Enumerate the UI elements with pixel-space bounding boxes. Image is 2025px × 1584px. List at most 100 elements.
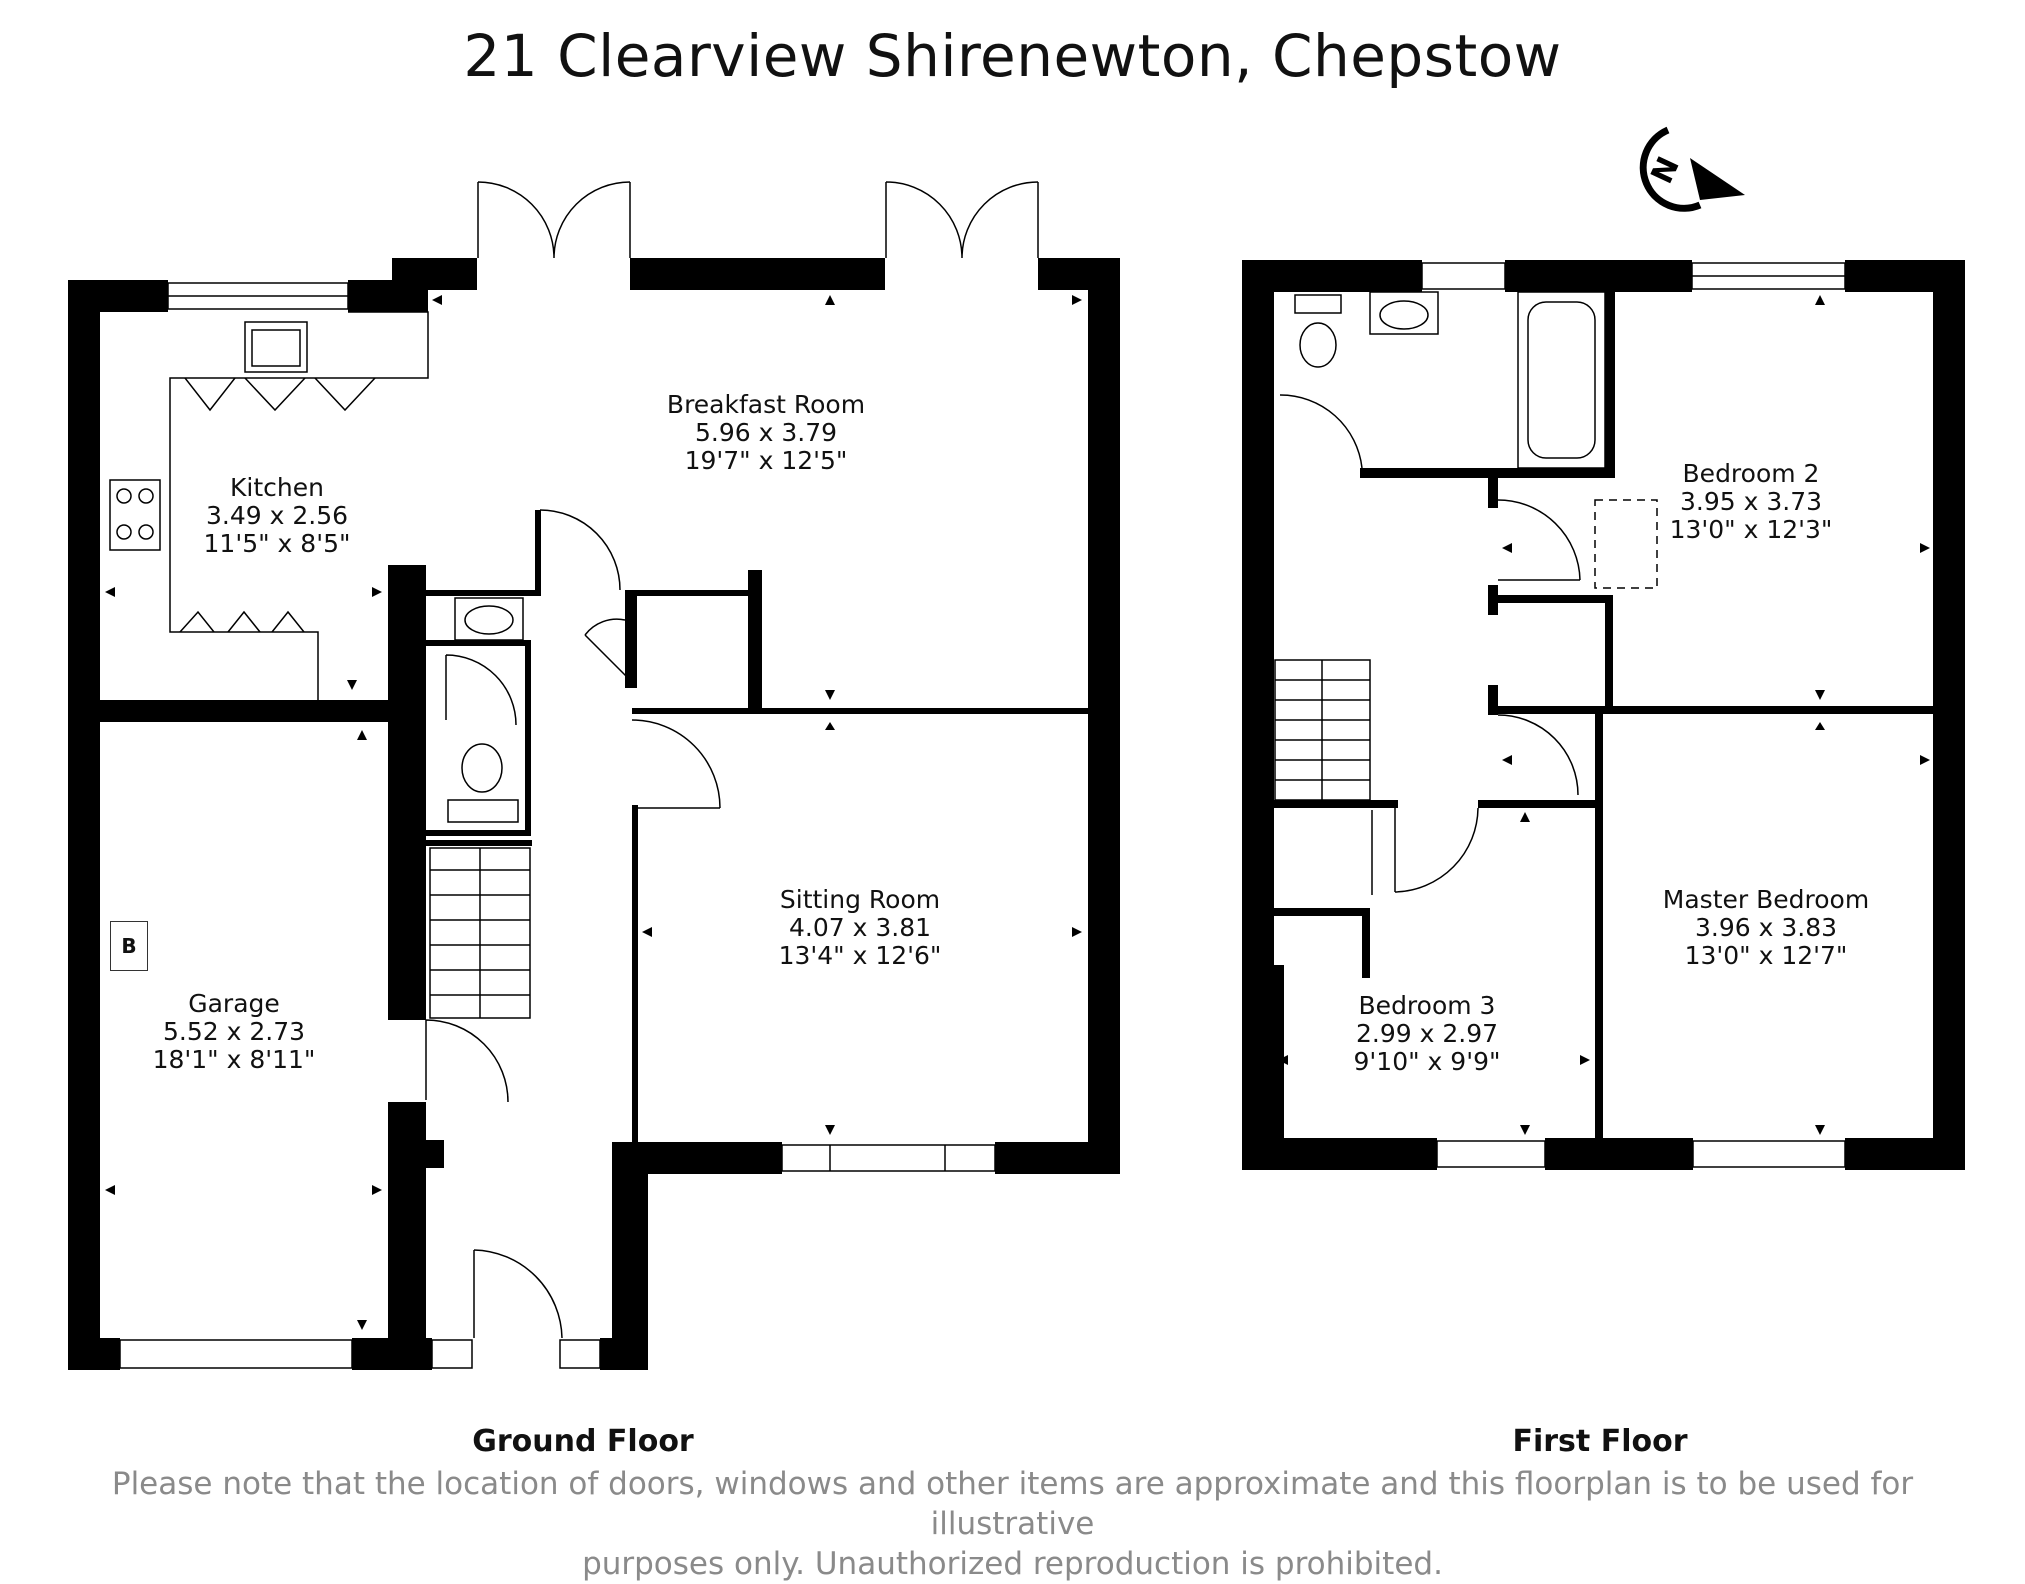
wall — [625, 590, 755, 596]
sink-icon — [244, 321, 308, 373]
door-icon — [885, 181, 1039, 259]
room-label-bedroom-2: Bedroom 2 3.95 x 3.73 13'0" x 12'3" — [1670, 460, 1833, 544]
room-metric: 5.96 x 3.79 — [694, 418, 838, 447]
wall — [748, 570, 762, 710]
door-icon — [1279, 394, 1363, 469]
door-icon — [631, 719, 721, 809]
page-title: 21 Clearview Shirenewton, Chepstow — [463, 22, 1562, 90]
room-metric: 3.95 x 3.73 — [1679, 487, 1823, 516]
first-floor-fixtures — [1244, 262, 1846, 1168]
ground-floor-fixtures — [109, 181, 1039, 1369]
wall — [1545, 1138, 1693, 1170]
room-label-bedroom-3: Bedroom 3 2.99 x 2.97 9'10" x 9'9" — [1354, 992, 1501, 1076]
wall — [68, 280, 100, 1370]
wall — [1595, 706, 1603, 1140]
room-name: Kitchen — [230, 473, 324, 502]
wall — [68, 700, 424, 722]
wall — [1270, 965, 1284, 1140]
wall — [600, 1338, 648, 1370]
room-label-garage: Garage 5.52 x 2.73 18'1" x 8'11" — [153, 990, 316, 1074]
room-name: Breakfast Room — [666, 390, 866, 419]
wall — [632, 708, 1090, 714]
hob-icon — [109, 479, 161, 551]
disclaimer-line-2: purposes only. Unauthorized reproduction… — [582, 1546, 1443, 1582]
room-name: Sitting Room — [779, 885, 941, 914]
wall — [632, 805, 638, 1145]
boiler-icon: B — [110, 921, 148, 971]
window-icon — [1436, 1140, 1546, 1168]
wall — [1088, 258, 1120, 1174]
wall — [1605, 595, 1613, 710]
wall — [1242, 1138, 1437, 1170]
ground-floor-plan — [68, 258, 1120, 1370]
wall — [630, 258, 885, 290]
wall — [1488, 478, 1498, 508]
toilet-icon — [1299, 322, 1337, 368]
wall — [388, 565, 426, 1020]
disclaimer: Please note that the location of doors, … — [100, 1464, 1925, 1584]
wall — [420, 1140, 444, 1168]
window-icon — [1692, 1140, 1846, 1168]
door-icon — [584, 618, 631, 681]
first-floor-plan — [1242, 260, 1965, 1170]
wall — [1242, 260, 1422, 292]
wall — [426, 840, 532, 846]
room-label-kitchen: Kitchen 3.49 x 2.56 11'5" x 8'5" — [204, 474, 351, 558]
wall — [1478, 800, 1598, 808]
wall — [426, 830, 531, 836]
door-icon — [1394, 807, 1479, 893]
door-icon — [1497, 499, 1581, 581]
garage-door — [119, 1339, 353, 1369]
wall — [1248, 800, 1398, 808]
room-name: Bedroom 3 — [1358, 991, 1496, 1020]
room-imperial: 13'4" x 12'6" — [778, 941, 942, 970]
room-imperial: 18'1" x 8'11" — [152, 1045, 316, 1074]
compass-icon: N — [1639, 126, 1745, 212]
window-icon — [431, 1339, 473, 1369]
wall — [68, 1338, 120, 1370]
door-icon — [477, 181, 631, 259]
room-label-breakfast-room: Breakfast Room 5.96 x 3.79 19'7" x 12'5" — [667, 391, 865, 475]
room-metric: 3.96 x 3.83 — [1694, 913, 1838, 942]
loft-hatch — [1594, 499, 1658, 589]
wall — [1488, 706, 1935, 714]
wall — [388, 1102, 426, 1370]
room-label-sitting-room: Sitting Room 4.07 x 3.81 13'4" x 12'6" — [779, 886, 942, 970]
wall — [1362, 908, 1370, 978]
door-icon — [539, 509, 621, 591]
wall — [392, 258, 477, 290]
room-metric: 4.07 x 3.81 — [788, 913, 932, 942]
room-imperial: 13'0" x 12'7" — [1684, 941, 1848, 970]
wall — [426, 590, 541, 596]
room-metric: 5.52 x 2.73 — [162, 1017, 306, 1046]
room-imperial: 11'5" x 8'5" — [203, 529, 351, 558]
wall — [1498, 595, 1613, 603]
wall — [68, 280, 168, 312]
first-floor-label: First Floor — [1512, 1424, 1688, 1459]
window-icon — [1244, 397, 1274, 451]
wall — [426, 640, 531, 646]
sink-icon — [1369, 291, 1439, 335]
wall — [1605, 290, 1615, 478]
room-imperial: 13'0" x 12'3" — [1669, 515, 1833, 544]
room-metric: 3.49 x 2.56 — [205, 501, 349, 530]
compass-label: N — [1644, 152, 1686, 190]
wall — [1845, 1138, 1965, 1170]
window-icon — [1244, 501, 1274, 608]
door-icon — [473, 1249, 563, 1339]
wall — [625, 590, 637, 688]
disclaimer-line-1: Please note that the location of doors, … — [111, 1466, 1914, 1542]
door-icon — [445, 654, 517, 726]
wall — [1242, 260, 1274, 1170]
counter — [169, 311, 429, 700]
wall — [612, 1142, 648, 1370]
dimension-markers — [105, 295, 1930, 1330]
ground-floor-label: Ground Floor — [472, 1424, 694, 1459]
window-icon — [781, 1144, 996, 1172]
room-imperial: 19'7" x 12'5" — [684, 446, 848, 475]
room-name: Garage — [188, 989, 280, 1018]
wall — [995, 1142, 1120, 1174]
wall — [1270, 908, 1368, 916]
room-label-master-bedroom: Master Bedroom 3.96 x 3.83 13'0" x 12'7" — [1663, 886, 1869, 970]
